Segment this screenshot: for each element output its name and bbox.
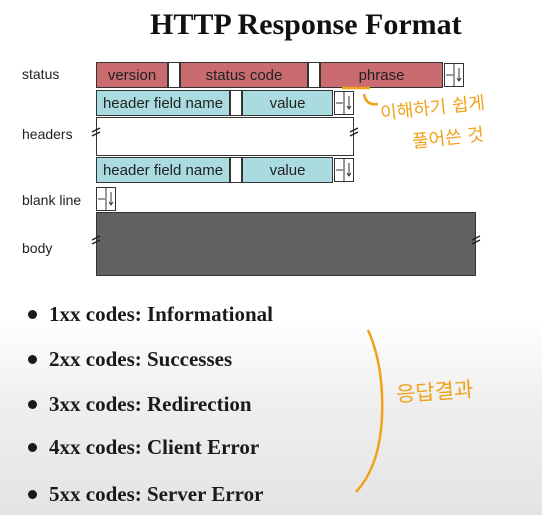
bullet-icon <box>28 354 37 364</box>
header-field-value: value <box>242 157 333 183</box>
break-mark-icon <box>471 235 481 245</box>
blank-line-label: blank line <box>22 192 82 208</box>
bullet-icon <box>28 309 37 319</box>
body-area <box>96 212 476 276</box>
header-field-name: header field name <box>96 90 230 116</box>
crlf-icon <box>444 63 464 87</box>
space-separator <box>308 62 320 88</box>
annotation-response-result: 응답결과 <box>395 377 475 407</box>
headers-label: headers <box>22 126 73 142</box>
status-label: status <box>22 66 60 82</box>
status-code-field: status code <box>180 62 308 88</box>
header-field-name: header field name <box>96 157 230 183</box>
phrase-field: phrase <box>320 62 443 88</box>
list-item: 4xx codes: Client Error <box>28 435 259 460</box>
page-title: HTTP Response Format <box>150 8 462 41</box>
headers-continuation-area <box>96 117 354 156</box>
bullet-icon <box>28 489 37 499</box>
annotation-note-line2: 풀어쓴 것 <box>411 124 486 153</box>
crlf-icon <box>334 91 354 115</box>
list-item: 1xx codes: Informational <box>28 302 273 327</box>
colon-separator <box>230 90 242 116</box>
crlf-icon <box>334 158 354 182</box>
crlf-icon <box>96 187 116 211</box>
bullet-icon <box>28 399 37 409</box>
version-field: version <box>96 62 168 88</box>
brace-annotation-icon <box>355 329 384 493</box>
body-label: body <box>22 240 53 256</box>
space-separator <box>168 62 180 88</box>
colon-separator <box>230 157 242 183</box>
bullet-icon <box>28 442 37 452</box>
break-mark-icon <box>91 127 101 137</box>
list-item: 5xx codes: Server Error <box>28 482 263 507</box>
break-mark-icon <box>349 127 359 137</box>
break-mark-icon <box>91 235 101 245</box>
annotation-arrow-icon <box>342 86 379 106</box>
header-field-value: value <box>242 90 333 116</box>
list-item: 2xx codes: Successes <box>28 347 232 372</box>
list-item: 3xx codes: Redirection <box>28 392 252 417</box>
